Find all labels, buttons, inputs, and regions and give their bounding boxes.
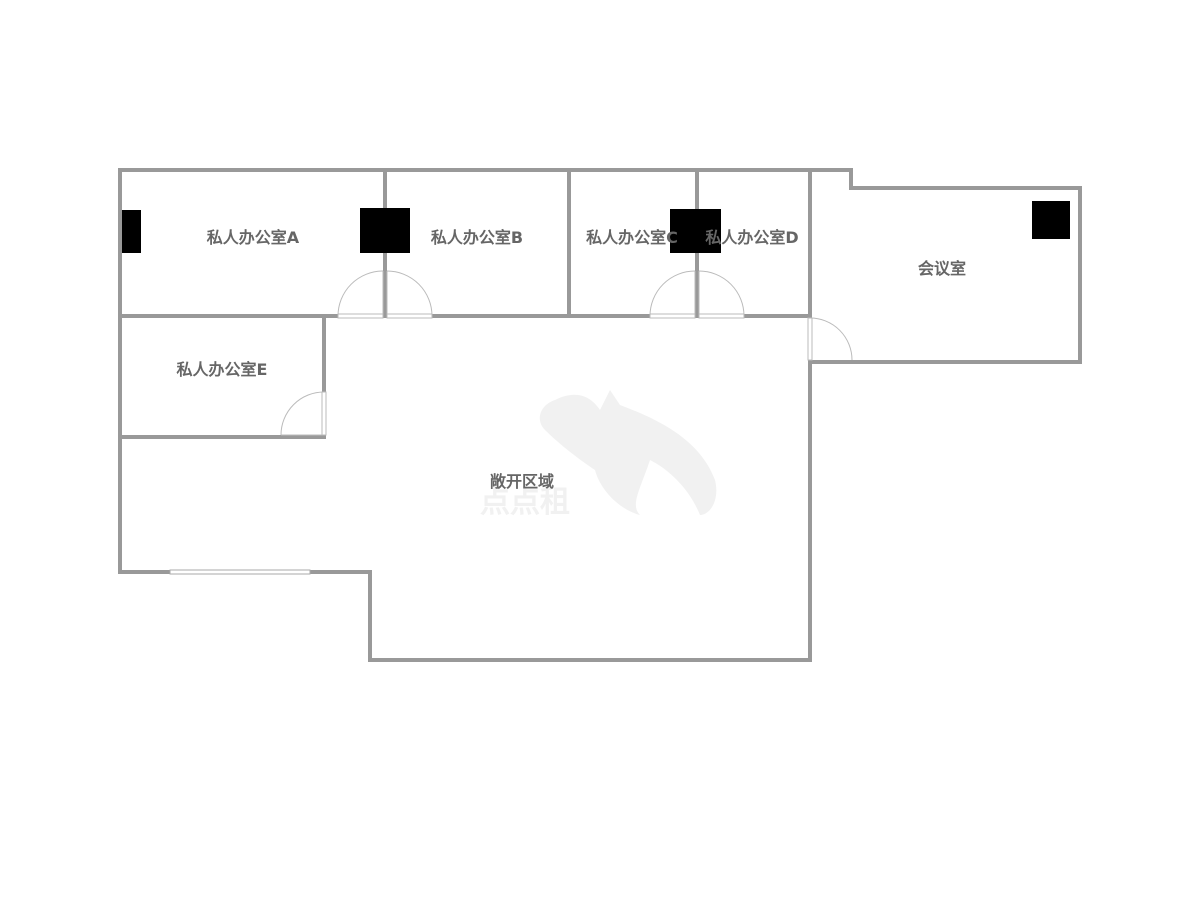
doors [280, 270, 853, 436]
room-labels: 私人办公室A 私人办公室B 私人办公室C 私人办公室D 会议室 私人办公室E 敞… [177, 228, 966, 491]
door-office-e[interactable] [280, 391, 327, 436]
pillar-meeting [1032, 201, 1070, 239]
door-office-c[interactable] [649, 270, 696, 319]
label-office-e: 私人办公室E [177, 360, 268, 379]
outer-wall [118, 168, 1082, 662]
label-office-a: 私人办公室A [207, 228, 300, 247]
door-meeting[interactable] [807, 317, 853, 361]
door-office-a[interactable] [337, 270, 384, 319]
label-office-b: 私人办公室B [431, 228, 523, 247]
pillars [122, 201, 1070, 253]
label-office-d: 私人办公室D [705, 228, 798, 247]
pillar-cd [670, 209, 721, 253]
pillar-ab [360, 208, 410, 253]
watermark-text: 点点租 [480, 485, 570, 520]
watermark-fox-icon [539, 390, 717, 515]
watermark: 点点租 [480, 390, 717, 520]
label-open-area: 敞开区域 [490, 472, 554, 491]
label-meeting: 会议室 [918, 259, 966, 278]
label-office-c: 私人办公室C [586, 228, 678, 247]
pillar-left [122, 210, 141, 253]
door-office-b[interactable] [386, 270, 433, 319]
door-office-d[interactable] [698, 270, 745, 319]
windows [169, 569, 311, 575]
window-bottom-left [169, 569, 311, 575]
